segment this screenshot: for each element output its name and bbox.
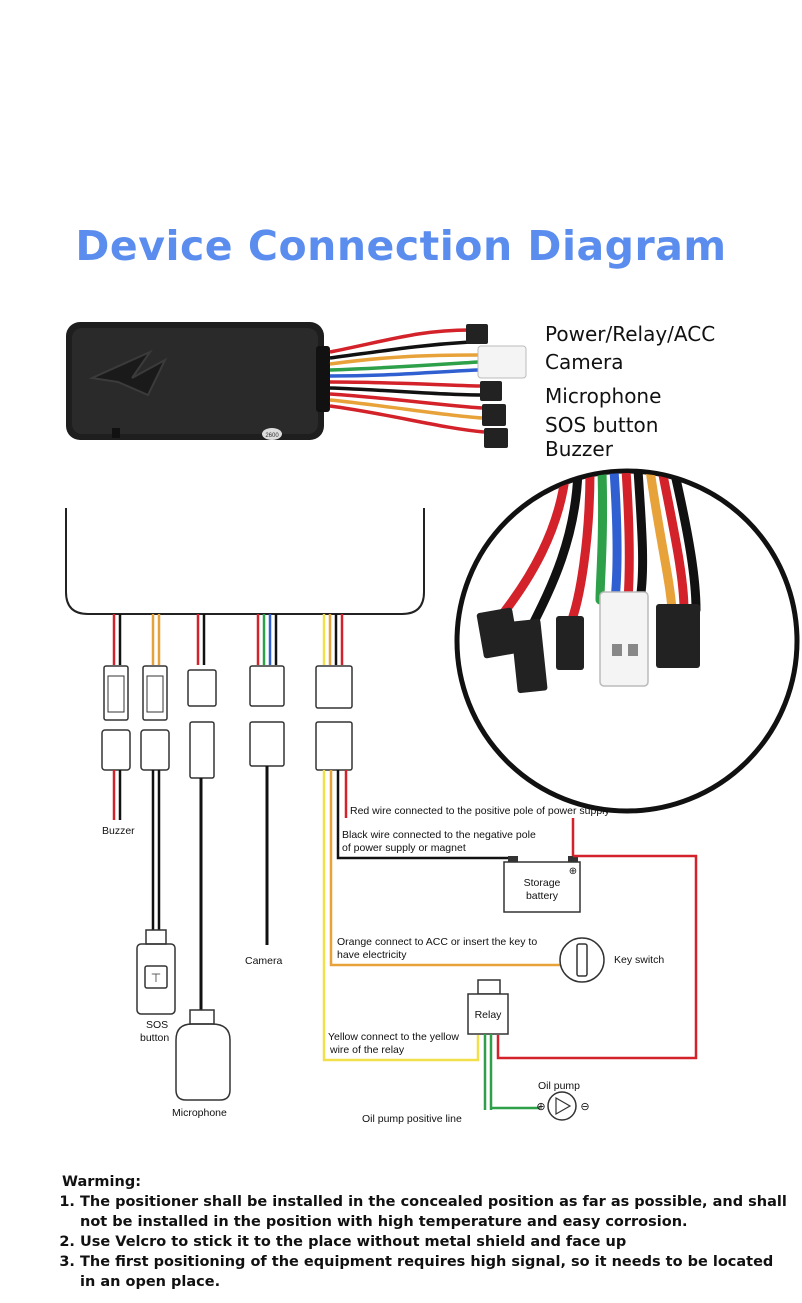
label-buzzer: Buzzer bbox=[102, 825, 135, 837]
warning-item: The first positioning of the equipment r… bbox=[80, 1252, 792, 1292]
label-yellow-wire-1: Yellow connect to the yellow bbox=[328, 1031, 459, 1043]
warning-item: Use Velcro to stick it to the place with… bbox=[80, 1232, 792, 1252]
key-switch-icon bbox=[559, 937, 605, 983]
label-battery-1: Storage bbox=[524, 877, 561, 889]
svg-text:⊤: ⊤ bbox=[151, 971, 161, 985]
warning-heading: Warming: bbox=[62, 1174, 141, 1190]
label-battery-2: battery bbox=[526, 890, 559, 902]
storage-battery: ⊕ bbox=[503, 856, 581, 913]
device-marking: 2600 bbox=[265, 433, 279, 439]
label-sos-button: button bbox=[140, 1032, 169, 1044]
svg-text:⊕: ⊕ bbox=[536, 1101, 545, 1113]
connector-label-camera: Camera bbox=[545, 350, 624, 374]
label-sos: SOS bbox=[146, 1019, 168, 1031]
camera-connector bbox=[249, 614, 285, 945]
svg-text:⊕: ⊕ bbox=[569, 866, 577, 877]
relay-box bbox=[467, 979, 540, 1110]
label-camera: Camera bbox=[245, 955, 283, 967]
connector-label-power: Power/Relay/ACC bbox=[545, 322, 716, 346]
label-orange-wire-2: have electricity bbox=[337, 949, 407, 961]
oil-pump-icon: ⊕ ⊖ bbox=[536, 1091, 590, 1121]
label-black-wire-2: of power supply or magnet bbox=[342, 842, 466, 854]
label-microphone: Microphone bbox=[172, 1107, 227, 1119]
warning-list: The positioner shall be installed in the… bbox=[62, 1192, 792, 1292]
label-orange-wire-1: Orange connect to ACC or insert the key … bbox=[337, 936, 537, 948]
power-connector bbox=[315, 614, 560, 1062]
label-relay: Relay bbox=[475, 1009, 503, 1021]
svg-text:⊖: ⊖ bbox=[580, 1101, 589, 1113]
warning-item: The positioner shall be installed in the… bbox=[80, 1192, 792, 1232]
photo-connectors bbox=[466, 324, 527, 448]
warning-section: Warming: The positioner shall be install… bbox=[62, 1172, 792, 1292]
connector-label-sos: SOS button bbox=[545, 413, 659, 437]
red-power-loop bbox=[496, 854, 698, 1060]
gps-tracker-device: 2600 bbox=[66, 322, 330, 440]
sos-connector: ⊤ bbox=[136, 614, 176, 1015]
label-red-wire: Red wire connected to the positive pole … bbox=[350, 805, 610, 817]
buzzer-connector bbox=[101, 614, 131, 820]
page-title: Device Connection Diagram bbox=[75, 222, 727, 270]
label-yellow-wire-2: wire of the relay bbox=[329, 1044, 405, 1056]
microphone-connector bbox=[175, 614, 231, 1101]
label-oil-pump: Oil pump bbox=[538, 1080, 580, 1092]
wire-harness-photo bbox=[329, 328, 485, 434]
label-black-wire-1: Black wire connected to the negative pol… bbox=[342, 829, 536, 841]
label-oil-pump-line: Oil pump positive line bbox=[362, 1113, 462, 1125]
connector-label-buzzer: Buzzer bbox=[545, 437, 613, 461]
label-key-switch: Key switch bbox=[614, 954, 664, 966]
connector-label-microphone: Microphone bbox=[545, 384, 662, 408]
device-outline bbox=[65, 508, 425, 615]
